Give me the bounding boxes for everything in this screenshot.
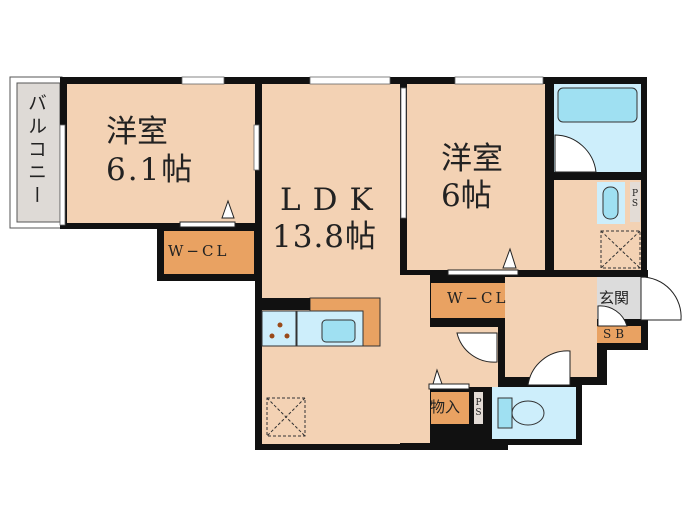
bedroom2-size: 6帖 (441, 178, 492, 214)
ps-label-storage: PS (475, 398, 482, 418)
entrance-label: 玄関 (599, 289, 630, 307)
closet1-label: W−CL (168, 242, 230, 260)
bedroom2-name: 洋室 (441, 141, 503, 177)
toilet-tank (497, 397, 513, 429)
refrigerator-space (266, 397, 306, 437)
storage-label: 物入 (430, 398, 461, 416)
ldk-size: 13.8帖 (272, 219, 378, 255)
bathtub (557, 87, 638, 123)
storage-floor (431, 392, 469, 424)
shoe-box (597, 326, 641, 343)
bedroom2-floor (407, 84, 545, 270)
toilet-bowl (511, 400, 545, 426)
closet1-floor (164, 231, 254, 274)
balcony-label: バルコニー (25, 93, 47, 208)
ldk-name: LDK (280, 182, 385, 218)
shoe-box-label: SB (603, 327, 629, 341)
closet2-label: W−CL (447, 289, 509, 307)
ps-label-washroom: PS (631, 189, 639, 209)
bedroom1-size: 6.1帖 (106, 152, 195, 188)
bedroom1-name: 洋室 (106, 114, 168, 150)
stove (261, 310, 297, 347)
bedroom1-floor (67, 84, 255, 223)
